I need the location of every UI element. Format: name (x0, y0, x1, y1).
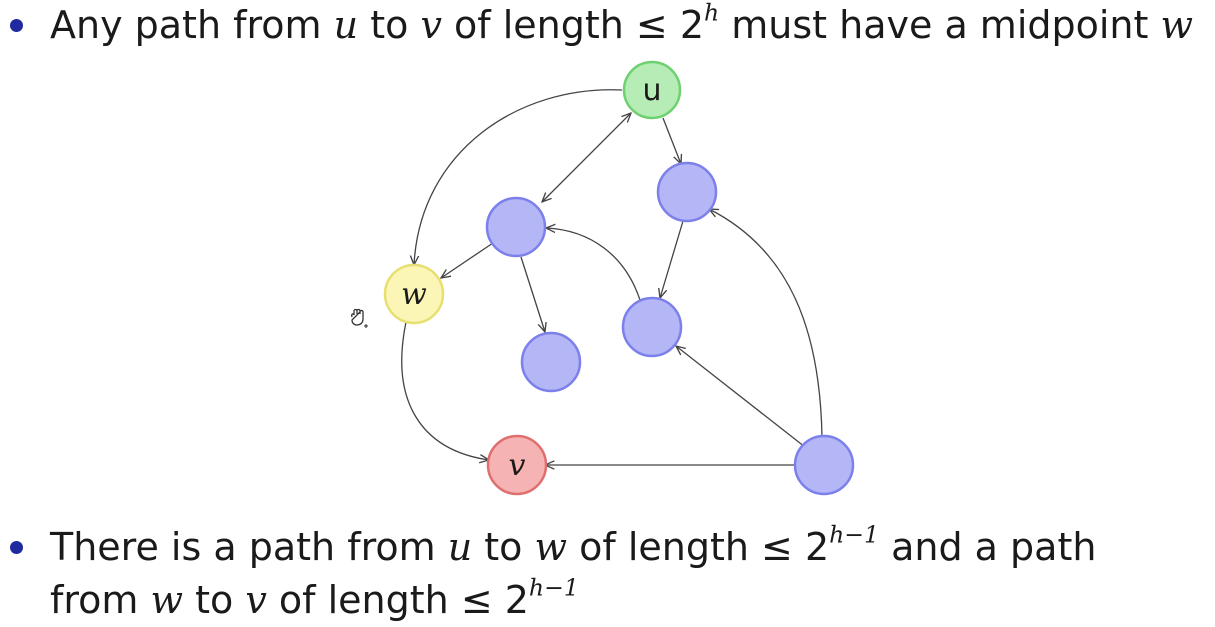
exponent: h−1 (528, 573, 579, 602)
node-w (383, 263, 445, 325)
text-segment: There is a path from (50, 525, 448, 569)
text-segment: and a path (879, 525, 1097, 569)
text-segment: from (50, 578, 151, 622)
text-segment: to (183, 578, 246, 622)
math-u: u (333, 3, 359, 47)
bullet-1-text: Any path from u to v of length ≤ 2h must… (50, 0, 1193, 50)
edge-d-b (546, 228, 641, 301)
text-segment: Any path from (50, 3, 334, 47)
bullet-dot-icon (10, 541, 23, 554)
math-v: v (245, 578, 267, 622)
text-segment: of length ≤ 2 (441, 3, 704, 47)
math-v: v (420, 3, 442, 47)
node-w-label: w (401, 277, 427, 312)
edge-b-c (520, 256, 545, 332)
bullet-2-text-line-1: There is a path from u to w of length ≤ … (50, 522, 1096, 572)
node-v-label: v (509, 448, 526, 483)
edge-w-v (401, 321, 489, 460)
text-segment: of length ≤ 2 (567, 525, 830, 569)
node-v (486, 434, 548, 496)
node-d (621, 296, 683, 358)
exponent: h−1 (829, 520, 880, 549)
hand-cursor-icon (351, 308, 368, 328)
graph-nodes (383, 60, 855, 496)
math-w: w (534, 525, 568, 569)
graph-edges (401, 89, 823, 465)
node-e (793, 434, 855, 496)
text-segment: of length ≤ 2 (266, 578, 529, 622)
exponent: h (704, 0, 720, 27)
edge-b-u (542, 113, 631, 202)
node-b (485, 196, 547, 258)
edge-e-d (676, 346, 806, 448)
text-segment: to (472, 525, 535, 569)
math-u: u (447, 525, 473, 569)
math-w: w (150, 578, 184, 622)
edge-b-w (441, 242, 494, 278)
edge-u-a (662, 117, 681, 164)
node-u-label: u (642, 73, 661, 108)
text-segment: must have a midpoint (719, 3, 1161, 47)
node-a (656, 161, 718, 223)
edge-e-a (709, 209, 823, 438)
bullet-dot-icon (10, 19, 23, 32)
text-segment: to (358, 3, 421, 47)
node-u (622, 60, 682, 120)
edge-u-w (414, 89, 623, 265)
math-w: w (1160, 3, 1194, 47)
bullet-2-text-line-2: from w to v of length ≤ 2h−1 (50, 575, 579, 625)
edge-a-d (660, 220, 684, 298)
node-c (520, 331, 582, 393)
